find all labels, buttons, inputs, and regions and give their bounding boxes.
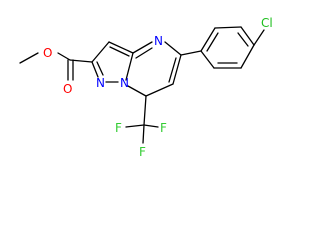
- bond-ar-3-inner: [237, 32, 249, 47]
- bond-ar-3: [240, 26, 255, 46]
- bond-pz-c3-c3a: [108, 41, 134, 54]
- structure-canvas: O O N N N F F F Cl: [19, 16, 273, 159]
- bond-pz-c3-c3a-inner: [109, 46, 130, 57]
- bond-cf3-f3: [143, 124, 159, 128]
- bond-cf3-f1: [125, 124, 145, 128]
- bond-pz-n-c2-inner: [96, 61, 104, 76]
- bond-pm-c3a-n4: [132, 41, 153, 54]
- bond-ar-2: [214, 26, 242, 29]
- bond-ar-1: [200, 27, 216, 52]
- bond-pz-n-c2: [91, 61, 99, 78]
- bond-ar-1-inner: [206, 32, 219, 52]
- bond-pm-c6-c7: [145, 83, 174, 97]
- atom-f-bottom: F: [139, 145, 146, 159]
- bond-o-carbonyl: [57, 52, 71, 61]
- atom-f-left: F: [115, 121, 122, 135]
- bond-pm-c5-c6-inner: [168, 57, 177, 83]
- bond-ar-cl: [253, 29, 265, 46]
- bond-c5-aryl: [180, 50, 202, 56]
- bond-ar-4: [240, 44, 255, 69]
- atom-n-bridge: N: [120, 76, 129, 90]
- bond-pz-c3a-n: [125, 52, 134, 81]
- atom-n-pyrazole: N: [96, 76, 105, 90]
- bond-pz-c2-c3: [91, 41, 110, 63]
- atom-o-ester-double: O: [63, 82, 72, 96]
- atom-f-right: F: [160, 121, 167, 135]
- atom-cl: Cl: [261, 16, 273, 30]
- bond-pm-c7-n: [127, 85, 147, 97]
- atom-o-ester-single: O: [43, 46, 52, 60]
- bond-ar-6: [200, 50, 215, 69]
- bond-c7-cf3: [143, 95, 147, 126]
- atom-n-pyrimidine: N: [154, 34, 163, 48]
- chemical-structure: O O N N N F F F Cl: [19, 16, 273, 159]
- bond-cf3-f2: [142, 124, 145, 144]
- bond-carbonyl-ring: [69, 59, 93, 63]
- bond-pm-c3a-n4-inner: [135, 47, 153, 59]
- bond-methyl-o: [19, 52, 39, 64]
- bond-pm-n4-c5: [164, 41, 182, 56]
- bond-pm-c5-c6: [172, 54, 182, 85]
